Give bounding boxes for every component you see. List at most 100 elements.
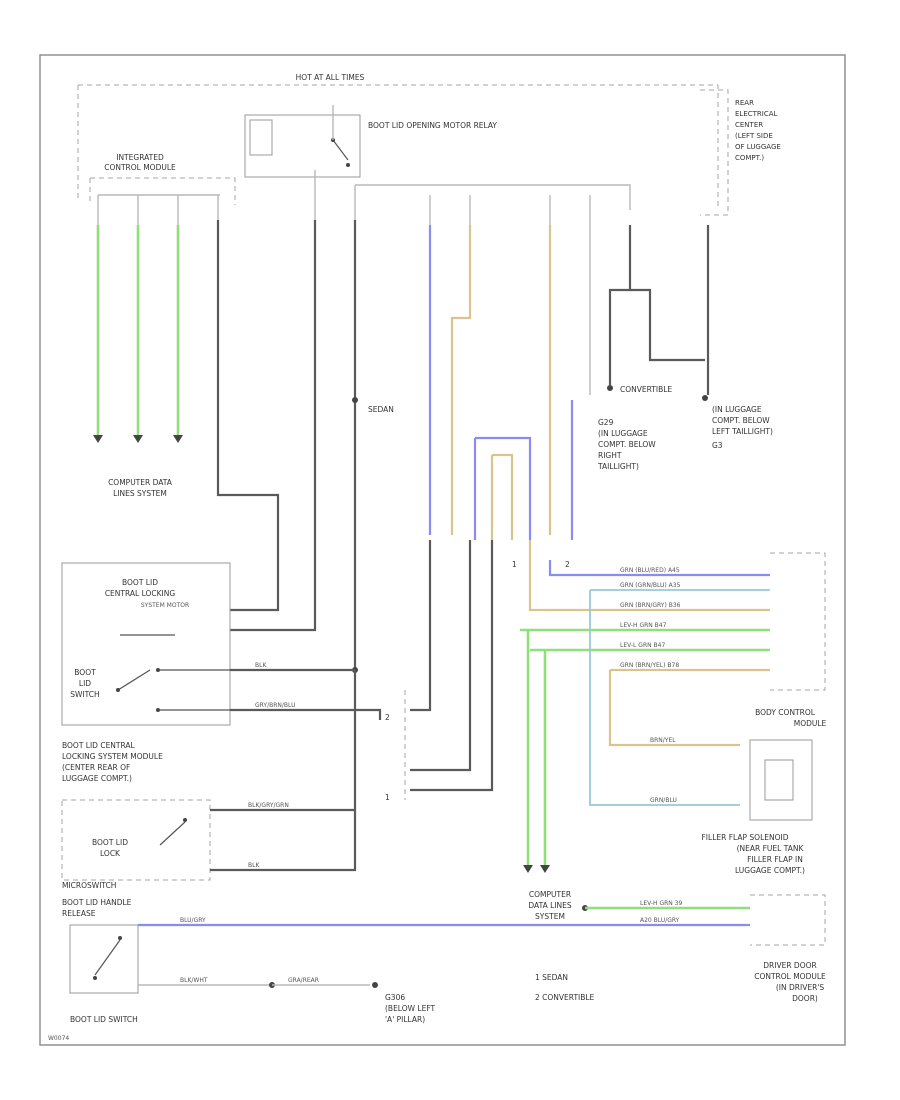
power-bus-title: HOT AT ALL TIMES (296, 73, 365, 82)
svg-text:FILLER FLAP SOLENOID: FILLER FLAP SOLENOID (701, 833, 788, 842)
svg-text:LEV-H GRN B47: LEV-H GRN B47 (620, 622, 667, 629)
svg-text:BOOT LID: BOOT LID (92, 838, 128, 847)
svg-text:INTEGRATED: INTEGRATED (116, 153, 164, 162)
svg-text:(BELOW LEFT: (BELOW LEFT (385, 1004, 436, 1013)
svg-text:LUGGAGE COMPT.): LUGGAGE COMPT.) (62, 774, 132, 783)
svg-text:LID: LID (79, 679, 91, 688)
svg-text:BOOT LID HANDLE: BOOT LID HANDLE (62, 898, 132, 907)
svg-text:GRN (BRN/YEL) B78: GRN (BRN/YEL) B78 (620, 662, 679, 669)
rear-center-label: REAR ELECTRICAL CENTER (LEFT SIDE OF LUG… (735, 99, 781, 162)
svg-text:BOOT: BOOT (74, 668, 96, 677)
legend: 1 SEDAN 2 CONVERTIBLE (535, 973, 595, 1002)
svg-text:RELEASE: RELEASE (62, 909, 96, 918)
svg-text:CONTROL MODULE: CONTROL MODULE (754, 972, 826, 981)
svg-text:1: 1 (512, 560, 517, 569)
svg-text:1: 1 (385, 793, 390, 802)
svg-text:LUGGAGE COMPT.): LUGGAGE COMPT.) (735, 866, 805, 875)
svg-text:LEV-L GRN B47: LEV-L GRN B47 (620, 642, 665, 649)
svg-text:DATA LINES: DATA LINES (528, 901, 571, 910)
svg-text:GRY/BRN/BLU: GRY/BRN/BLU (255, 702, 295, 709)
svg-text:BOOT LID: BOOT LID (122, 578, 158, 587)
svg-text:GRN (BRN/GRY) B36: GRN (BRN/GRY) B36 (620, 602, 681, 609)
boot-lid-switch: BOOT LID HANDLE RELEASE BLU/GRY A20 BLU/… (62, 898, 750, 1024)
data-lines-bottom: COMPUTER DATA LINES SYSTEM LEV-H GRN 39 (528, 890, 750, 921)
lock-module-description: BOOT LID CENTRAL LOCKING SYSTEM MODULE (… (62, 741, 163, 783)
rear-center-outline (700, 89, 729, 216)
svg-text:BLK: BLK (248, 862, 260, 869)
svg-text:COMPT. BELOW: COMPT. BELOW (712, 416, 770, 425)
svg-text:BLK: BLK (255, 662, 267, 669)
svg-text:DOOR): DOOR) (792, 994, 818, 1003)
svg-text:(IN DRIVER'S: (IN DRIVER'S (776, 983, 824, 992)
svg-text:SYSTEM MOTOR: SYSTEM MOTOR (141, 602, 189, 609)
svg-text:1 SEDAN: 1 SEDAN (535, 973, 568, 982)
svg-text:GRN/BLU: GRN/BLU (650, 797, 677, 804)
svg-text:(LEFT SIDE: (LEFT SIDE (735, 132, 773, 140)
data-lines-top: COMPUTER DATA LINES SYSTEM (93, 194, 220, 498)
boot-lid-lock-motor: BOOT LID CENTRAL LOCKING SYSTEM MOTOR BO… (61, 562, 382, 726)
svg-text:LOCKING SYSTEM MODULE: LOCKING SYSTEM MODULE (62, 752, 163, 761)
svg-text:2: 2 (385, 713, 390, 722)
svg-text:COMPUTER DATA: COMPUTER DATA (108, 478, 173, 487)
svg-text:BLU/GRY: BLU/GRY (180, 917, 206, 924)
svg-text:G29: G29 (598, 418, 614, 427)
svg-text:LEV-H GRN 39: LEV-H GRN 39 (640, 900, 683, 907)
svg-text:(IN LUGGAGE: (IN LUGGAGE (598, 429, 648, 438)
svg-text:2 CONVERTIBLE: 2 CONVERTIBLE (535, 993, 595, 1002)
diagram-frame (39, 54, 846, 1046)
svg-text:GRN (BLU/RED) A45: GRN (BLU/RED) A45 (620, 567, 680, 574)
filler-flap-solenoid: FILLER FLAP SOLENOID (NEAR FUEL TANK FIL… (701, 739, 813, 875)
svg-text:CENTER: CENTER (735, 121, 763, 129)
motor-relay: BOOT LID OPENING MOTOR RELAY (244, 105, 497, 178)
svg-text:RIGHT: RIGHT (598, 451, 622, 460)
body-control-wires: 1 2 GRN (BLU/RED) A45 GRN (GRN/BLU) A35 … (512, 540, 770, 873)
power-bus: HOT AT ALL TIMES (77, 73, 719, 210)
svg-text:BOOT LID SWITCH: BOOT LID SWITCH (70, 1015, 138, 1024)
svg-text:MODULE: MODULE (794, 719, 827, 728)
svg-text:2: 2 (565, 560, 570, 569)
svg-text:BODY CONTROL: BODY CONTROL (755, 708, 816, 717)
svg-text:BLK/GRY/GRN: BLK/GRY/GRN (248, 802, 289, 809)
svg-text:GRA/REAR: GRA/REAR (288, 977, 319, 984)
svg-text:LEFT TAILLIGHT): LEFT TAILLIGHT) (712, 427, 773, 436)
svg-text:CONVERTIBLE: CONVERTIBLE (620, 385, 672, 394)
svg-text:SYSTEM: SYSTEM (535, 912, 565, 921)
svg-text:BLK/WHT: BLK/WHT (180, 977, 208, 984)
svg-text:TAILLIGHT): TAILLIGHT) (597, 462, 639, 471)
boot-lid-lock: BOOT LID LOCK MICROSWITCH BLK/GRY/GRN BL… (61, 670, 357, 890)
svg-text:CONTROL MODULE: CONTROL MODULE (104, 163, 176, 172)
svg-text:BOOT LID CENTRAL: BOOT LID CENTRAL (62, 741, 136, 750)
rear-center-wires: CONVERTIBLE G29 (IN LUGGAGE COMPT. BELOW… (355, 184, 773, 540)
svg-text:G306: G306 (385, 993, 405, 1002)
svg-text:(IN LUGGAGE: (IN LUGGAGE (712, 405, 762, 414)
svg-text:A20 BLU/GRY: A20 BLU/GRY (640, 917, 680, 924)
svg-text:SWITCH: SWITCH (70, 690, 99, 699)
svg-text:LOCK: LOCK (100, 849, 121, 858)
svg-text:COMPUTER: COMPUTER (529, 890, 571, 899)
svg-text:DRIVER DOOR: DRIVER DOOR (763, 961, 816, 970)
svg-text:LINES SYSTEM: LINES SYSTEM (113, 489, 167, 498)
svg-text:COMPT.): COMPT.) (735, 154, 764, 162)
svg-text:(NEAR FUEL TANK: (NEAR FUEL TANK (737, 844, 805, 853)
center-connector: 2 1 (385, 540, 494, 802)
driver-door-module: DRIVER DOOR CONTROL MODULE (IN DRIVER'S … (750, 894, 826, 1003)
svg-text:SEDAN: SEDAN (368, 405, 394, 414)
svg-text:'A' PILLAR): 'A' PILLAR) (385, 1015, 425, 1024)
motor-relay-label: BOOT LID OPENING MOTOR RELAY (368, 121, 497, 130)
svg-text:FILLER FLAP IN: FILLER FLAP IN (747, 855, 803, 864)
svg-text:ELECTRICAL: ELECTRICAL (735, 110, 778, 118)
integrated-control-module: INTEGRATED CONTROL MODULE (89, 153, 236, 205)
svg-text:GRN (GRN/BLU) A35: GRN (GRN/BLU) A35 (620, 582, 681, 589)
svg-text:BRN/YEL: BRN/YEL (650, 737, 676, 744)
svg-text:OF LUGGAGE: OF LUGGAGE (735, 143, 781, 151)
black-wires-left: SEDAN (216, 170, 394, 673)
svg-text:MICROSWITCH: MICROSWITCH (62, 881, 116, 890)
svg-text:G3: G3 (712, 441, 723, 450)
svg-text:CENTRAL LOCKING: CENTRAL LOCKING (105, 589, 176, 598)
footer-code: W0074 (48, 1035, 69, 1042)
svg-text:COMPT. BELOW: COMPT. BELOW (598, 440, 656, 449)
svg-text:REAR: REAR (735, 99, 754, 107)
svg-text:(CENTER REAR OF: (CENTER REAR OF (62, 763, 130, 772)
body-control-module: BODY CONTROL MODULE (755, 552, 827, 728)
